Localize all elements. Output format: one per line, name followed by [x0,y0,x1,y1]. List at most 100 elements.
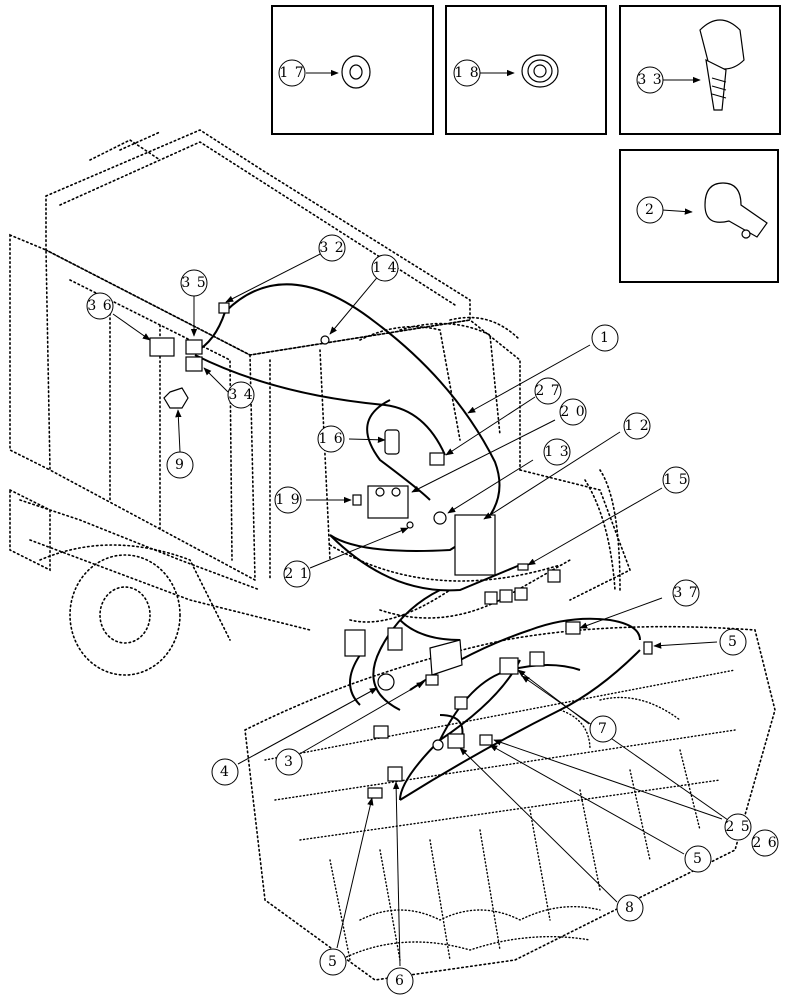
callout-label: 2 5 [725,819,750,835]
callout-circle [274,486,302,514]
callout: 3 3 [636,66,664,94]
callout-circle [211,758,239,786]
callout: 2 7 [534,377,562,405]
callout-circle [589,715,617,743]
connector-5-bottom-icon [367,787,383,799]
callout-circle [386,967,414,995]
components [149,302,653,799]
callout-label: 2 6 [752,835,777,851]
relay-34-icon [185,356,203,372]
callout-circle [636,66,664,94]
callout-label: 1 7 [279,65,304,81]
battery-12-icon [454,514,496,576]
callout-label: 1 5 [663,472,688,488]
callout: 1 3 [543,438,571,466]
module-20-icon [367,485,409,519]
callout: 3 7 [672,579,700,607]
callout-label: 7 [598,721,608,737]
callout-label: 2 1 [284,566,309,582]
callout-circle [751,829,779,857]
switch-4-icon [377,673,395,691]
callout-label: 1 8 [454,65,479,81]
p-clamp-icon [704,182,768,238]
callout-label: 2 0 [560,404,585,420]
terminal-13-icon [433,511,447,525]
callout-label: 3 7 [673,585,698,601]
callout-circle [371,254,399,282]
control-box-icon [429,639,463,676]
callout: 3 5 [180,269,208,297]
callout: 1 6 [317,425,345,453]
connector-7-icon [499,657,519,675]
callout-label: 9 [175,457,185,473]
callout-circle [534,377,562,405]
connector-8-icon [447,733,465,749]
callout-circle [283,560,311,588]
callout: 1 7 [278,59,306,87]
callout: 2 0 [559,398,587,426]
callout-circle [317,425,345,453]
callout: 2 6 [751,829,779,857]
callout: 1 8 [453,59,481,87]
callout: 2 5 [724,813,752,841]
callout-circle [278,59,306,87]
callout: 3 6 [86,292,114,320]
callout-group: 1 7 1 8 3 3 2 3 2 1 4 3 5 3 6 3 4 9 1 2 72 0 1 6 1 2 1… [86,59,779,995]
callout-label: 3 5 [181,275,206,291]
callout-circle [180,269,208,297]
connector-37-icon [565,621,581,635]
callout: 6 [386,967,414,995]
relay-35-icon [185,339,203,355]
connector-3-icon [425,674,439,686]
callout-circle [616,894,644,922]
callout-circle [275,748,303,776]
callout-label: 1 2 [624,418,649,434]
callout-circle [559,398,587,426]
callout-label: 2 7 [535,383,560,399]
machine-outline [9,129,776,981]
callout-label: 8 [625,900,635,916]
callout-circle [623,412,651,440]
callout-circle [227,381,255,409]
grommet-21-icon [406,521,414,529]
callout: 3 2 [318,234,346,262]
callout-circle [591,324,619,352]
callout-label: 1 [600,330,610,346]
grommet-14-icon [320,335,330,345]
callout: 2 [636,196,664,224]
connector-icon [387,627,403,651]
callout-circle [86,292,114,320]
callout: 8 [616,894,644,922]
fuse-15-icon [517,563,529,571]
callout-label: 5 [328,954,338,970]
callout-circle [662,466,690,494]
callout: 1 2 [623,412,651,440]
callout-circle [318,234,346,262]
callout-label: 4 [220,764,230,780]
callout: 7 [589,715,617,743]
callout-label: 3 2 [319,240,344,256]
callout: 5 [319,948,347,976]
callout-circle [166,451,194,479]
callout-label: 3 4 [228,387,253,403]
callout-label: 2 [645,202,655,218]
callout-label: 1 6 [318,431,343,447]
callout-circle [453,59,481,87]
callout: 1 4 [371,254,399,282]
callout-circle [672,579,700,607]
callout-label: 3 [284,754,294,770]
connector-25-icon [479,734,493,746]
callout: 1 [591,324,619,352]
callout: 4 [211,758,239,786]
sensor-16-icon [384,429,400,455]
connector-pair-icon [344,629,366,657]
callout-circle [719,628,747,656]
callout: 9 [166,451,194,479]
callout-label: 1 3 [544,444,569,460]
callout: 5 [719,628,747,656]
callout-circle [684,845,712,873]
callout: 3 4 [227,381,255,409]
callout-label: 1 9 [275,492,300,508]
callout-label: 3 3 [637,72,662,88]
